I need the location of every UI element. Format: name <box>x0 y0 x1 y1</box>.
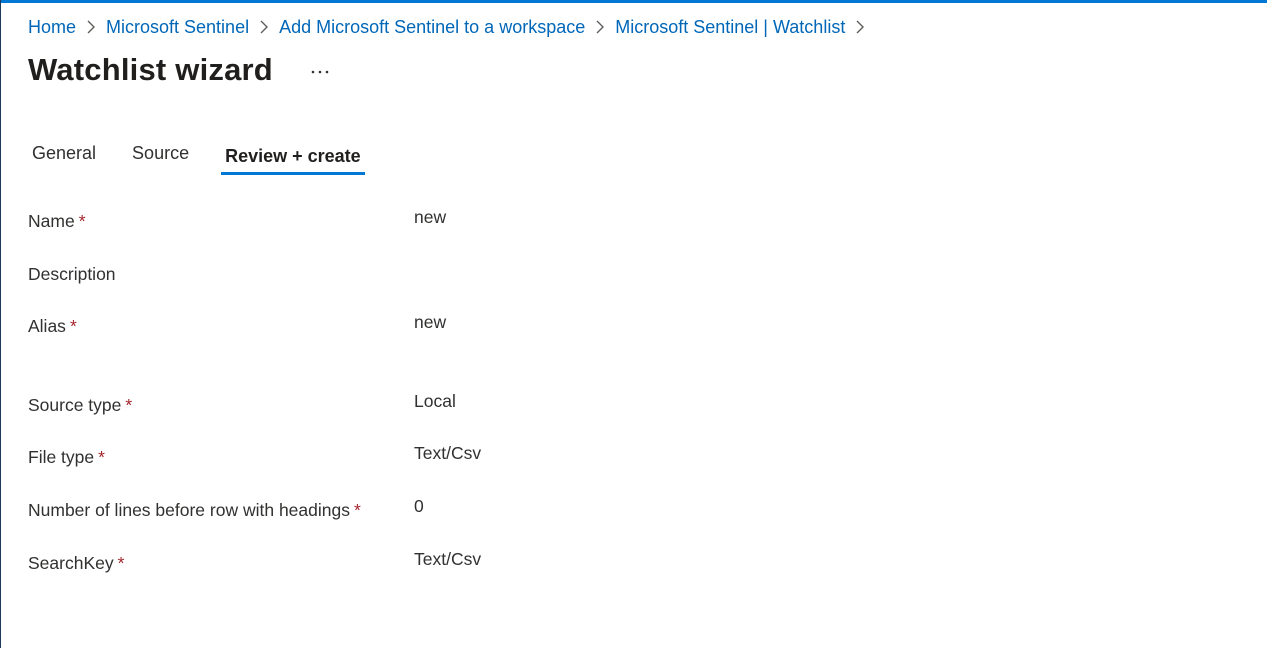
chevron-right-icon <box>845 16 875 38</box>
field-value: 0 <box>414 496 424 516</box>
tab-review-create[interactable]: Review + create <box>221 138 365 175</box>
field-label: SearchKey* <box>28 553 125 573</box>
chevron-right-icon <box>76 16 106 38</box>
breadcrumb-sentinel-watchlist[interactable]: Microsoft Sentinel | Watchlist <box>615 16 846 37</box>
ellipsis-icon <box>311 61 329 79</box>
field-label: Number of lines before row with headings… <box>28 500 361 520</box>
left-border <box>0 0 1 648</box>
tab-source[interactable]: Source <box>132 143 190 163</box>
title-row: Watchlist wizard ... <box>28 52 333 88</box>
field-label: File type* <box>28 447 105 467</box>
required-marker: * <box>98 447 105 467</box>
more-options-button[interactable]: ... <box>307 57 333 83</box>
required-marker: * <box>117 553 125 573</box>
field-label: Name* <box>28 211 86 231</box>
tab-general[interactable]: General <box>32 143 97 163</box>
required-marker: * <box>78 211 86 231</box>
field-label: Description <box>28 264 116 284</box>
breadcrumb: Home Microsoft Sentinel Add Microsoft Se… <box>28 16 875 38</box>
field-label: Source type* <box>28 395 133 415</box>
field-label: Alias* <box>28 316 77 336</box>
required-marker: * <box>69 316 77 336</box>
breadcrumb-add-sentinel-workspace[interactable]: Add Microsoft Sentinel to a workspace <box>279 16 586 37</box>
top-accent-bar <box>0 0 1267 3</box>
chevron-right-icon <box>249 16 279 38</box>
field-value: new <box>414 207 447 227</box>
wizard-tabs: General Source Review + create <box>28 138 393 175</box>
field-value: Text/Csv <box>414 549 482 569</box>
chevron-right-icon <box>585 16 615 38</box>
field-value: Local <box>414 391 456 411</box>
required-marker: * <box>125 395 133 415</box>
field-value: new <box>414 312 447 332</box>
required-marker: * <box>353 500 361 520</box>
breadcrumb-microsoft-sentinel[interactable]: Microsoft Sentinel <box>106 16 250 37</box>
field-value: Text/Csv <box>414 443 482 463</box>
page-title: Watchlist wizard <box>28 52 273 87</box>
breadcrumb-home[interactable]: Home <box>28 16 77 37</box>
